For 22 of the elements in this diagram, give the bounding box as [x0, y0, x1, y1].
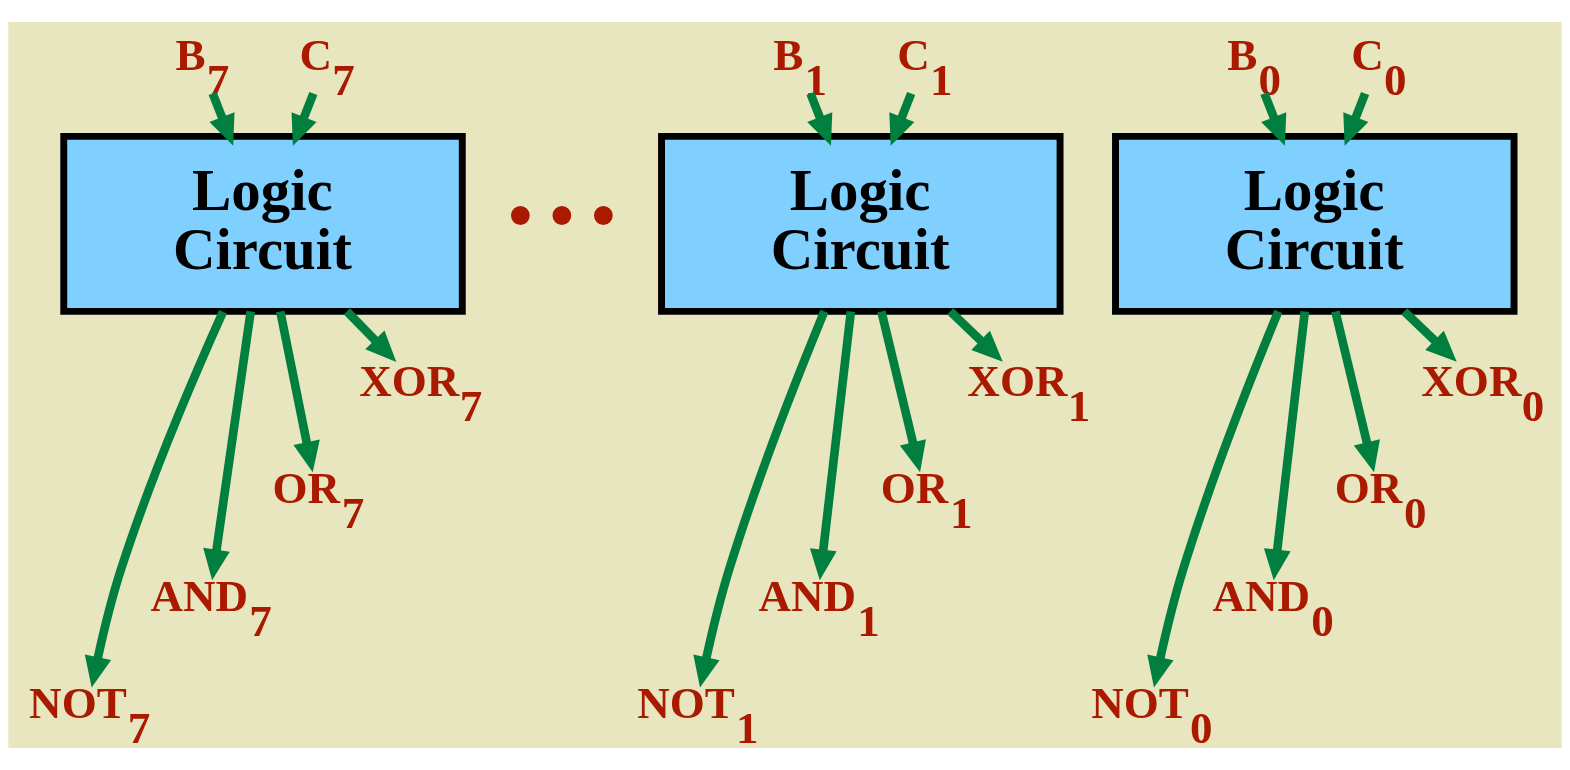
arrow — [809, 310, 856, 581]
arrow — [1401, 308, 1457, 362]
arrow — [208, 91, 235, 146]
node-box: Logic Circuit — [658, 132, 1064, 315]
arrow — [291, 91, 318, 146]
arrow — [1147, 309, 1283, 688]
arrow — [203, 310, 255, 581]
arrow — [84, 310, 227, 688]
arrow — [877, 310, 926, 473]
arrow — [1343, 91, 1370, 146]
arrow — [1260, 91, 1287, 146]
arrow — [947, 308, 1003, 362]
arrow — [343, 308, 397, 362]
node-box: Logic Circuit — [1112, 132, 1518, 315]
node-box: Logic Circuit — [60, 132, 466, 315]
arrow — [276, 310, 320, 473]
arrow — [1263, 310, 1310, 581]
label: • • • — [508, 177, 616, 255]
arrow — [693, 309, 829, 688]
arrow — [889, 91, 916, 146]
arrow — [806, 91, 833, 146]
arrow — [1331, 310, 1380, 473]
